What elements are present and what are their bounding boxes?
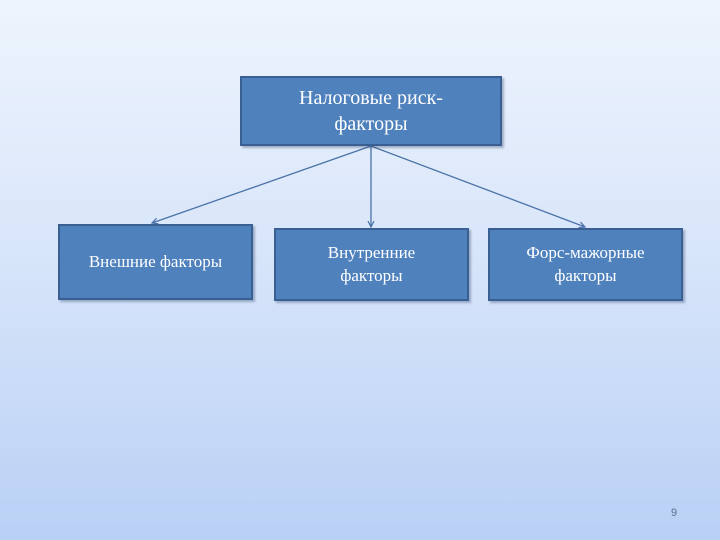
force-majeure-factors-line-1: Форс-мажорные <box>526 243 645 263</box>
force-majeure-factors-line-2: факторы <box>554 265 617 285</box>
external-factors-line-1: Внешние факторы <box>88 251 223 271</box>
connector-to-force-majeure <box>370 145 585 227</box>
root-node-line-1: Налоговые риск- <box>299 87 443 109</box>
force-majeure-factors-text: Форс-мажорные факторы <box>526 242 644 286</box>
internal-factors-line-2: факторы <box>340 265 403 285</box>
internal-factors-node: Внутренние факторы <box>274 228 469 301</box>
root-node-text: Налоговые риск- факторы <box>299 85 443 137</box>
internal-factors-text: Внутренние факторы <box>328 242 415 286</box>
root-node-line-2: факторы <box>334 113 408 135</box>
internal-factors-line-1: Внутренние <box>327 243 416 263</box>
external-factors-text: Внешние факторы <box>89 251 222 273</box>
page-number: 9 <box>670 507 678 519</box>
connector-to-external <box>152 145 372 223</box>
force-majeure-factors-node: Форс-мажорные факторы <box>488 228 683 301</box>
external-factors-node: Внешние факторы <box>58 224 253 300</box>
root-node: Налоговые риск- факторы <box>240 76 502 146</box>
